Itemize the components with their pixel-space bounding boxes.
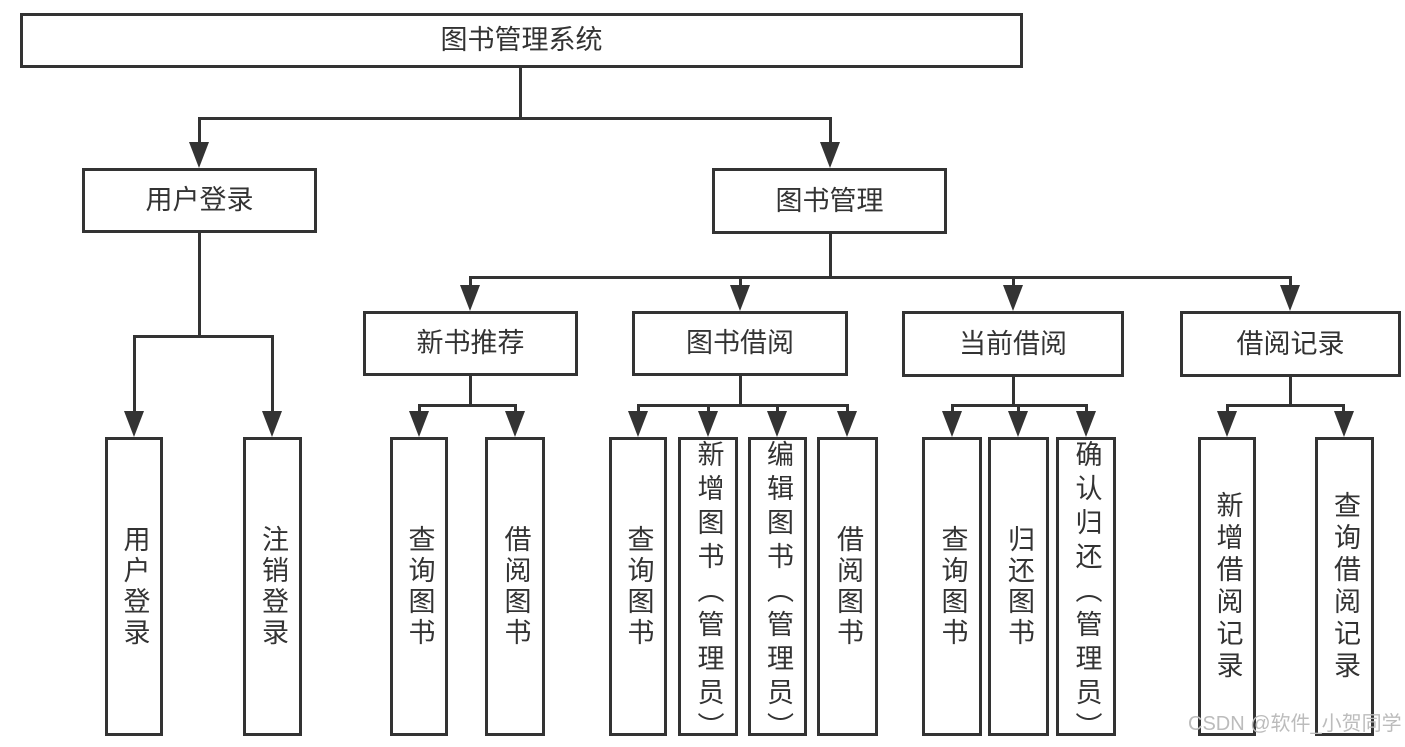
connector-to-leaf-login [133,335,136,418]
node-book-borrowing: 图书借阅 [632,311,848,376]
connector-to-new-book [469,276,472,292]
connector-user-login-stem [198,233,201,338]
arrow-down-icon [1217,411,1237,437]
connector-current-stem [1012,376,1015,407]
connector-to-borrowing [739,276,742,292]
leaf-query-books: 查询图书 [922,437,982,736]
connector-to-user-login [198,117,201,150]
node-root: 图书管理系统 [20,13,1023,68]
leaf-add-borrow-record: 新增借阅记录 [1198,437,1256,736]
connector-book-mgmt-stem [829,234,832,279]
arrow-down-icon [262,411,282,437]
leaf-query-books: 查询图书 [609,437,667,736]
arrow-down-icon [820,142,840,168]
node-current-borrowing: 当前借阅 [902,311,1124,377]
leaf-query-borrow-record: 查询借阅记录 [1315,437,1374,736]
node-user-login: 用户登录 [82,168,317,233]
connector-borrowing-stem [739,376,742,407]
arrow-down-icon [505,411,525,437]
leaf-borrow-books: 借阅图书 [817,437,878,736]
leaf-borrow-books: 借阅图书 [485,437,545,736]
arrow-down-icon [1076,411,1096,437]
arrow-down-icon [1003,285,1023,311]
connector-borrowing-bus [637,404,848,407]
connector-level3-bus [469,276,1292,279]
arrow-down-icon [1280,285,1300,311]
leaf-return-books: 归还图书 [988,437,1049,736]
connector-to-records [1289,276,1292,292]
connector-root-stem [519,68,522,120]
connector-records-bus [1226,404,1345,407]
arrow-down-icon [837,411,857,437]
connector-level2-bus [198,117,832,120]
arrow-down-icon [1334,411,1354,437]
arrow-down-icon [628,411,648,437]
node-borrow-records: 借阅记录 [1180,311,1401,377]
connector-new-book-bus [418,404,516,407]
node-book-management: 图书管理 [712,168,947,234]
arrow-down-icon [942,411,962,437]
connector-to-current [1012,276,1015,292]
arrow-down-icon [767,411,787,437]
connector-to-leaf-logout [271,335,274,418]
connector-user-login-bus [133,335,273,338]
connector-records-stem [1289,376,1292,407]
leaf-logout: 注销登录 [243,437,302,736]
leaf-user-login: 用户登录 [105,437,163,736]
arrow-down-icon [1008,411,1028,437]
connector-to-book-mgmt [829,117,832,150]
leaf-add-books-admin: 新增图书（管理员） [678,437,738,746]
leaf-edit-books-admin: 编辑图书（管理员） [748,437,807,746]
connector-new-book-stem [469,376,472,407]
csdn-watermark: CSDN @软件_小贺同学 [1188,713,1402,735]
leaf-confirm-return-admin: 确认归还（管理员） [1056,437,1116,746]
arrow-down-icon [189,142,209,168]
arrow-down-icon [730,285,750,311]
node-new-book-recommend: 新书推荐 [363,311,578,376]
leaf-query-books: 查询图书 [390,437,448,736]
arrow-down-icon [124,411,144,437]
arrow-down-icon [460,285,480,311]
arrow-down-icon [409,411,429,437]
arrow-down-icon [698,411,718,437]
